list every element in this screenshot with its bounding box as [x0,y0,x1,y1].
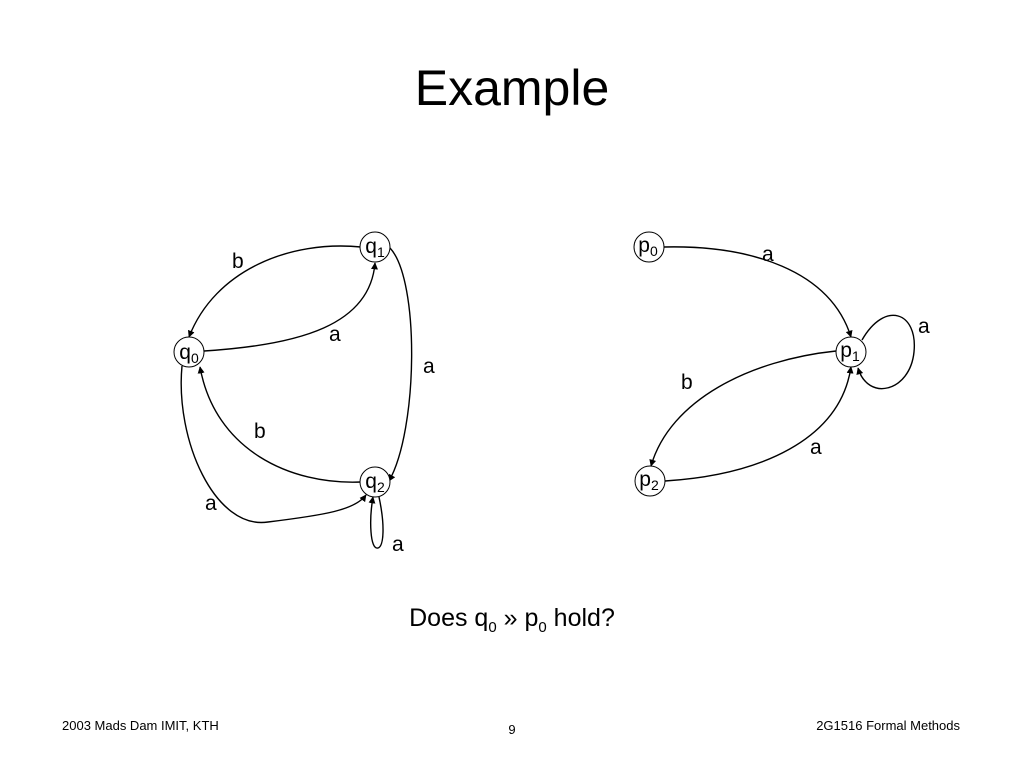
footer-course: 2G1516 Formal Methods [816,718,960,733]
edge-label-q2-q0: b [254,420,266,443]
question-sub-2: 0 [538,619,547,636]
state-q1: q1 [359,231,391,263]
right-graph: a a b a p0 p1 p2 [633,231,930,497]
svg-text:p1: p1 [840,339,860,364]
edge-label-q0-q2: a [205,492,217,515]
question-text: Does q0 » p0 hold? [0,601,1024,645]
state-q0: q0 [173,336,205,368]
svg-text:q1: q1 [365,235,385,260]
state-p2-sub: 2 [651,477,659,493]
edge-label-p1-p1: a [918,315,930,338]
edge-label-p2-p1: a [810,436,822,459]
state-p1-name: p [840,339,852,362]
edge-label-q1-q2: a [423,355,435,378]
state-q2: q2 [359,466,391,498]
footer-author: 2003 Mads Dam IMIT, KTH [62,718,219,733]
edge-p0-p1-a [663,246,853,338]
svg-text:p2: p2 [639,468,659,493]
edge-q1-q0-b [188,245,362,338]
state-q0-sub: 0 [191,350,199,366]
state-p2: p2 [634,465,666,497]
edge-label-q2-q2: a [392,533,404,556]
question-part-2: » p [496,604,539,632]
state-q1-sub: 1 [377,244,385,260]
state-q1-name: q [365,235,377,258]
question-sub-1: 0 [488,619,497,636]
edge-p1-p2-b [649,350,837,467]
question-part-1: Does q [409,604,489,632]
edge-label-q0-q1: a [329,323,341,346]
state-q0-name: q [179,341,191,364]
state-q2-sub: 2 [377,479,385,495]
edge-p2-p1-a [664,366,854,482]
edge-q0-q1-a [203,262,378,352]
edge-label-p0-p1: a [762,243,774,266]
edge-label-q1-q0: b [232,250,244,273]
state-p0-sub: 0 [650,243,658,259]
edge-q1-q2-a [388,247,413,482]
state-p0-name: p [638,234,650,257]
edge-label-p1-p2: b [681,371,693,394]
edge-q0-q2-a [180,365,367,524]
state-q2-name: q [365,470,377,493]
question-part-3: hold? [546,604,615,632]
state-p1-sub: 1 [852,348,860,364]
slide-title: Example [414,60,610,116]
state-p2-name: p [639,468,651,491]
edge-q2-q2-a [368,496,384,549]
edge-p1-p1-a [856,314,915,390]
state-p1: p1 [835,336,867,368]
left-graph: b a a b a a q0 q1 q2 [173,231,435,556]
state-p0: p0 [633,231,665,263]
svg-text:q2: q2 [365,470,385,495]
svg-text:q0: q0 [179,341,199,366]
edge-q2-q0-b [197,366,362,483]
svg-text:p0: p0 [638,234,658,259]
page-number: 9 [508,722,516,737]
